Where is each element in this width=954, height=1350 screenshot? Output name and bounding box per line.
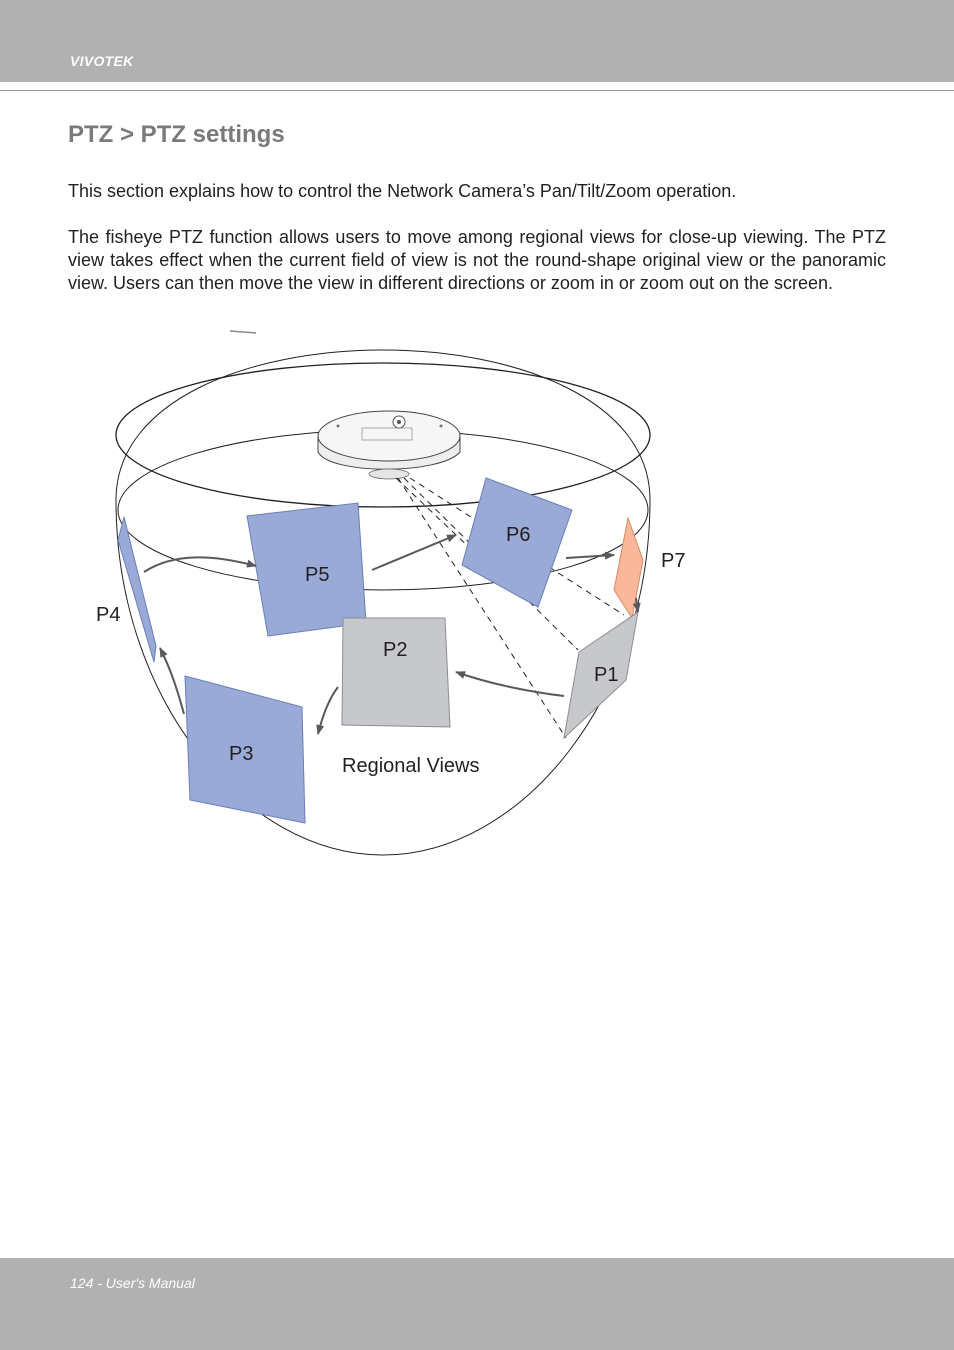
arrow-p3-to-p4 [159, 647, 185, 715]
arrow-p5-to-p6 [371, 534, 457, 571]
header-divider [0, 90, 954, 91]
description-paragraph: The fisheye PTZ function allows users to… [68, 227, 886, 293]
dome-illustration: P1 P2 P3 P4 P5 P6 P7 Regional Views [96, 330, 685, 856]
label-p6: P6 [506, 524, 530, 546]
brand-label: VIVOTEK [70, 53, 134, 69]
arrow-p2-to-p3 [316, 686, 339, 735]
arrow-p6-to-p7 [565, 551, 615, 560]
view-panel-p7 [613, 516, 644, 620]
arrow-p4-to-p5 [143, 556, 257, 573]
figure-caption: Regional Views [342, 755, 480, 777]
label-p1: P1 [594, 664, 618, 686]
label-p5: P5 [305, 564, 329, 586]
label-p2: P2 [383, 639, 407, 661]
arrow-p1-to-p2 [455, 671, 565, 697]
view-panel-p6 [461, 477, 573, 608]
stray-mark [229, 330, 257, 334]
footer-bar [0, 1258, 954, 1350]
label-p3: P3 [229, 743, 253, 765]
camera-device [317, 410, 461, 480]
view-panel-p1 [563, 610, 639, 740]
page-number: 124 - User's Manual [70, 1275, 195, 1291]
intro-paragraph: This section explains how to control the… [68, 181, 737, 201]
page-title: PTZ > PTZ settings [68, 121, 285, 148]
label-p7: P7 [661, 550, 685, 572]
view-panel-p3 [184, 675, 306, 824]
regional-views-diagram: P1 P2 P3 P4 P5 P6 P7 Regional Views [0, 320, 954, 880]
header-bar [0, 0, 954, 82]
label-p4: P4 [96, 604, 120, 626]
dome-top-edge [115, 362, 651, 508]
view-panel-p4 [117, 516, 157, 663]
view-panel-p2 [341, 617, 451, 728]
arrow-p7-to-p1 [632, 597, 641, 613]
